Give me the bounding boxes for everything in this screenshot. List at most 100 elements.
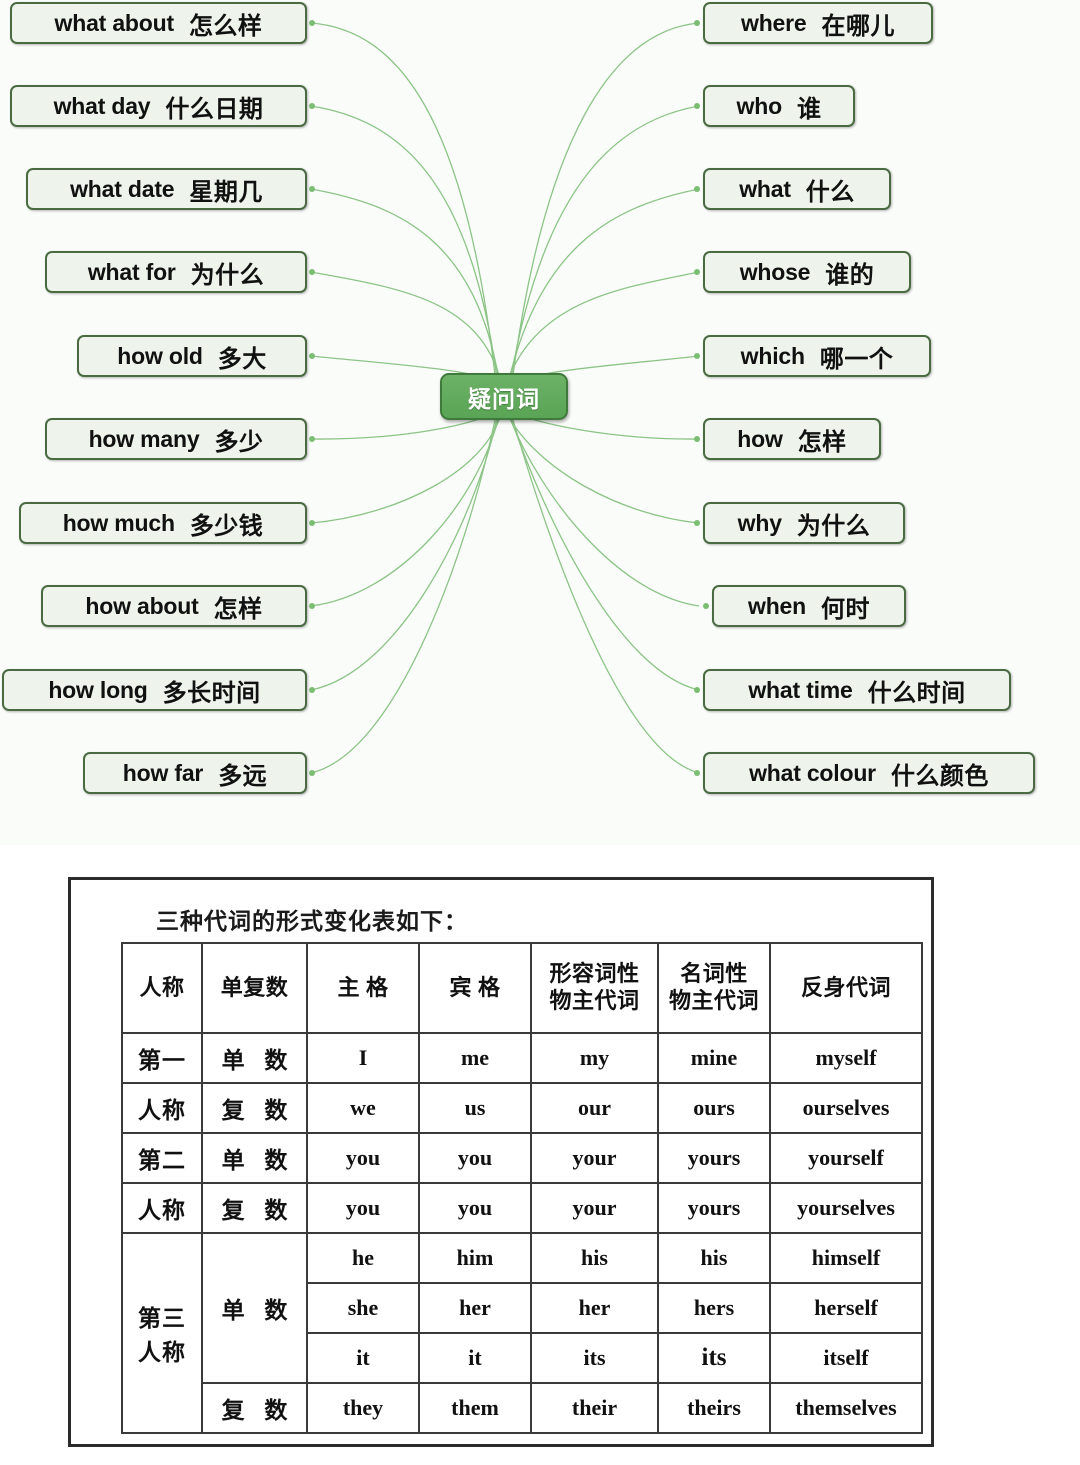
connector-dot-icon: [309, 353, 315, 359]
node-chinese-label: 什么日期: [165, 95, 264, 123]
column-header-person: 人称: [121, 942, 203, 1034]
connector-dot-icon: [309, 520, 315, 526]
connector-dot-icon: [694, 186, 700, 192]
cell-adjposs-6: her: [530, 1282, 659, 1334]
cell-subject-8: they: [306, 1382, 420, 1434]
column-header-adjective-possessive: 形容词性 物主代词: [530, 942, 659, 1034]
table-row: 第二 单 数 you you your yours yourself: [121, 1132, 923, 1184]
cell-object-5: him: [418, 1232, 532, 1284]
node-chinese-label: 怎么样: [188, 12, 263, 40]
node-chinese-label: 谁: [796, 95, 822, 123]
cell-person-third: 第三 人称: [121, 1232, 203, 1434]
cell-number-plural-2: 复 数: [201, 1182, 308, 1234]
connector-dot-icon: [309, 770, 315, 776]
cell-object-3: you: [418, 1132, 532, 1184]
cell-subject-7: it: [306, 1332, 420, 1384]
connector-dot-icon: [309, 103, 315, 109]
column-header-nounposs-line2: 物主代词: [668, 988, 759, 1013]
node-english-label: how far: [122, 759, 204, 786]
cell-person-second-b: 人称: [121, 1182, 203, 1234]
cell-subject-1: I: [306, 1032, 420, 1084]
table-row: it it its its itself: [122, 1332, 923, 1384]
center-node-label: 疑问词: [468, 385, 540, 412]
cell-person-third-line1: 第三: [138, 1306, 186, 1331]
cell-reflexive-7: itself: [769, 1332, 923, 1384]
column-header-objective-line1: 宾 格: [449, 974, 501, 1000]
cell-adjposs-3: your: [530, 1132, 659, 1184]
node-chinese-label: 在哪儿: [821, 12, 895, 40]
node-chinese-label: 多长时间: [162, 679, 261, 707]
cell-reflexive-3: yourself: [769, 1132, 923, 1184]
node-chinese-label: 多大: [217, 345, 267, 373]
connector-dot-icon: [309, 436, 315, 442]
node-english-label: what date: [70, 175, 175, 202]
table-row: 复 数 they them their theirs themselves: [122, 1382, 923, 1434]
node-chinese-label: 怎样: [213, 595, 263, 623]
node-chinese-label: 何时: [820, 595, 870, 623]
cell-person-second-a: 第二: [121, 1132, 203, 1184]
pronoun-forms-table: 人称 单复数 主 格 宾 格 形容词性 物主代词 名词性 物主代词: [121, 942, 923, 1434]
cell-object-4: you: [418, 1182, 532, 1234]
cell-reflexive-1: myself: [769, 1032, 923, 1084]
node-english-label: when: [748, 592, 806, 619]
mindmap-node-how-old[interactable]: how old 多大: [77, 335, 307, 377]
node-chinese-label: 谁的: [825, 261, 875, 289]
node-english-label: how old: [117, 342, 203, 369]
cell-reflexive-6: herself: [769, 1282, 923, 1334]
node-chinese-label: 多远: [218, 762, 268, 790]
cell-subject-5: he: [306, 1232, 420, 1284]
column-header-adjposs-line1: 形容词性: [549, 961, 640, 987]
cell-person-first-a: 第一: [121, 1032, 203, 1084]
mindmap-node-when[interactable]: when 何时: [712, 585, 906, 627]
mindmap-node-how-far[interactable]: how far 多远: [83, 752, 307, 794]
node-english-label: whose: [739, 258, 811, 285]
cell-subject-4: you: [306, 1182, 420, 1234]
connector-dot-icon: [309, 687, 315, 693]
cell-reflexive-8: themselves: [769, 1382, 923, 1434]
cell-person-third-line2: 人称: [138, 1340, 186, 1365]
node-english-label: what time: [748, 676, 853, 703]
cell-object-6: her: [418, 1282, 532, 1334]
pronoun-table-card: 三种代词的形式变化表如下： 人称 单复数 主 格 宾 格: [68, 877, 934, 1447]
column-header-reflexive: 反身代词: [769, 942, 923, 1034]
table-row: 第一 单 数 I me my mine myself: [121, 1032, 923, 1084]
column-header-subjective-line1: 主 格: [337, 974, 389, 1000]
cell-reflexive-2: ourselves: [769, 1082, 923, 1134]
cell-adjposs-5: his: [530, 1232, 659, 1284]
table-header-row: 人称 单复数 主 格 宾 格 形容词性 物主代词 名词性 物主代词: [121, 942, 923, 1034]
cell-number-singular-2: 单 数: [201, 1132, 308, 1184]
cell-subject-6: she: [306, 1282, 420, 1334]
node-chinese-label: 哪一个: [819, 345, 894, 373]
center-node-question-words[interactable]: 疑问词: [440, 373, 568, 420]
cell-number-singular-3: 单 数: [201, 1232, 308, 1384]
connector-dot-icon: [309, 20, 315, 26]
cell-adjposs-8: their: [530, 1382, 659, 1434]
cell-number-plural-3: 复 数: [201, 1382, 308, 1434]
cell-subject-2: we: [306, 1082, 420, 1134]
cell-object-2: us: [418, 1082, 532, 1134]
column-header-number-line1: 单复数: [220, 974, 289, 1000]
mindmap-node-whose[interactable]: whose 谁的: [703, 251, 911, 293]
connector-dot-icon: [703, 603, 709, 609]
node-chinese-label: 什么: [805, 178, 855, 206]
cell-nounposs-1: mine: [657, 1032, 771, 1084]
cell-nounposs-6: hers: [657, 1282, 771, 1334]
connector-dot-icon: [309, 603, 315, 609]
